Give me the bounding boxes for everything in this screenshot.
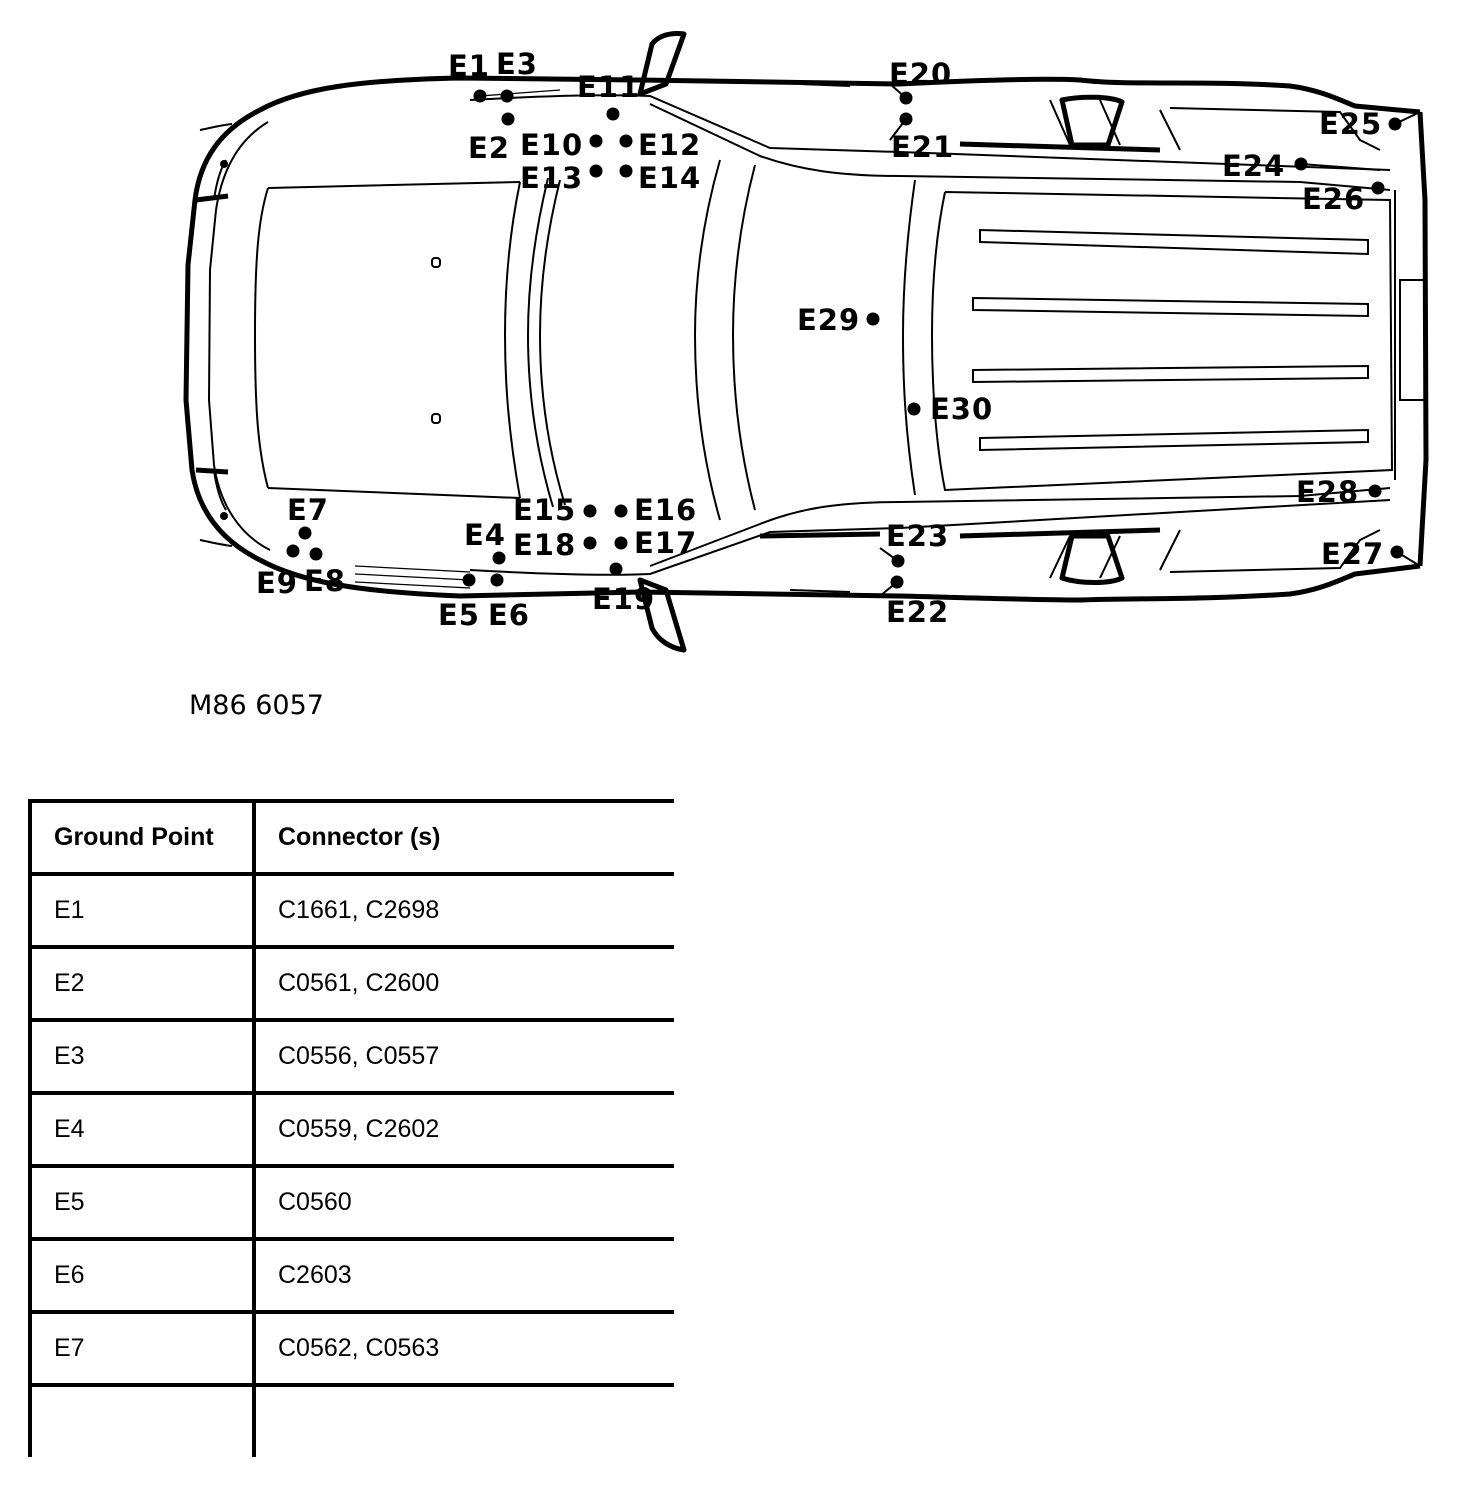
ground-point-label-e3: E3 bbox=[496, 47, 538, 81]
ground-point-marker-e9 bbox=[286, 544, 300, 558]
cell-connectors: C0562, C0563 bbox=[252, 1310, 674, 1387]
ground-point-marker-e28 bbox=[1368, 484, 1382, 498]
table-row: E6 C2603 bbox=[28, 1237, 674, 1314]
ground-point-label-e15: E15 bbox=[513, 493, 576, 527]
ground-point-label-e29: E29 bbox=[797, 303, 860, 337]
cell-connectors: C2603 bbox=[252, 1237, 674, 1314]
cell-ground-point: E4 bbox=[28, 1091, 256, 1168]
ground-point-label-e2: E2 bbox=[468, 131, 510, 165]
ground-point-marker-e23 bbox=[891, 554, 905, 568]
connector-table: Ground Point Connector (s) E1 C1661, C26… bbox=[28, 799, 674, 1457]
ground-point-marker-e19 bbox=[609, 562, 623, 576]
ground-point-marker-e13 bbox=[589, 164, 603, 178]
ground-point-label-e21: E21 bbox=[891, 130, 954, 164]
ground-point-label-e17: E17 bbox=[634, 526, 697, 560]
ground-point-label-e6: E6 bbox=[488, 598, 530, 632]
ground-point-marker-e18 bbox=[583, 536, 597, 550]
ground-point-label-e4: E4 bbox=[464, 518, 506, 552]
cell-ground-point: E7 bbox=[28, 1310, 256, 1387]
header-ground-point: Ground Point bbox=[28, 799, 256, 876]
ground-point-markers bbox=[286, 89, 1404, 589]
cell-connectors: C1661, C2698 bbox=[252, 872, 674, 949]
ground-point-label-e22: E22 bbox=[886, 595, 949, 629]
ground-point-marker-e12 bbox=[619, 134, 633, 148]
cell-empty bbox=[252, 1383, 674, 1457]
table-row: E4 C0559, C2602 bbox=[28, 1091, 674, 1168]
ground-point-marker-e2 bbox=[501, 112, 515, 126]
ground-point-label-e8: E8 bbox=[304, 564, 346, 598]
ground-point-label-e27: E27 bbox=[1321, 537, 1384, 571]
ground-point-marker-e8 bbox=[309, 547, 323, 561]
ground-point-label-e25: E25 bbox=[1319, 107, 1382, 141]
cell-empty bbox=[28, 1383, 256, 1457]
cell-ground-point: E6 bbox=[28, 1237, 256, 1314]
ground-point-table: Ground Point Connector (s) E1 C1661, C26… bbox=[28, 799, 674, 1468]
ground-point-label-e13: E13 bbox=[520, 161, 583, 195]
ground-point-marker-e15 bbox=[583, 504, 597, 518]
ground-point-label-e5: E5 bbox=[438, 598, 480, 632]
ground-point-label-e30: E30 bbox=[930, 392, 993, 426]
table-header-row: Ground Point Connector (s) bbox=[28, 799, 674, 876]
ground-point-marker-e11 bbox=[606, 107, 620, 121]
ground-point-label-e7: E7 bbox=[287, 493, 329, 527]
table-row: E3 C0556, C0557 bbox=[28, 1018, 674, 1095]
ground-point-marker-e24 bbox=[1294, 157, 1308, 171]
ground-point-label-e24: E24 bbox=[1222, 149, 1285, 183]
ground-point-marker-e5 bbox=[462, 573, 476, 587]
table-row: E1 C1661, C2698 bbox=[28, 872, 674, 949]
ground-point-label-e28: E28 bbox=[1296, 475, 1359, 509]
cell-connectors: C0560 bbox=[252, 1164, 674, 1241]
ground-point-label-e23: E23 bbox=[886, 519, 949, 553]
ground-point-label-e26: E26 bbox=[1302, 182, 1365, 216]
ground-point-marker-e29 bbox=[866, 312, 880, 326]
ground-point-label-e14: E14 bbox=[638, 161, 701, 195]
ground-point-label-e12: E12 bbox=[638, 128, 701, 162]
ground-point-marker-e7 bbox=[298, 526, 312, 540]
ground-point-marker-e6 bbox=[490, 573, 504, 587]
table-row: E5 C0560 bbox=[28, 1164, 674, 1241]
cell-ground-point: E1 bbox=[28, 872, 256, 949]
ground-point-marker-e25 bbox=[1388, 117, 1402, 131]
ground-point-marker-e1 bbox=[473, 89, 487, 103]
table-row: E2 C0561, C2600 bbox=[28, 945, 674, 1022]
ground-point-marker-e16 bbox=[614, 504, 628, 518]
figure-code: M86 6057 bbox=[189, 690, 324, 721]
ground-point-marker-e4 bbox=[492, 551, 506, 565]
table-row: E7 C0562, C0563 bbox=[28, 1310, 674, 1387]
ground-point-label-e19: E19 bbox=[592, 582, 655, 616]
cell-ground-point: E5 bbox=[28, 1164, 256, 1241]
cell-connectors: C0561, C2600 bbox=[252, 945, 674, 1022]
ground-point-marker-e14 bbox=[619, 164, 633, 178]
ground-point-marker-e27 bbox=[1390, 545, 1404, 559]
ground-point-marker-e21 bbox=[899, 112, 913, 126]
ground-point-marker-e26 bbox=[1371, 181, 1385, 195]
ground-point-marker-e3 bbox=[500, 89, 514, 103]
ground-point-marker-e20 bbox=[899, 91, 913, 105]
ground-point-label-e10: E10 bbox=[520, 128, 583, 162]
header-connectors: Connector (s) bbox=[252, 799, 674, 876]
ground-point-marker-e10 bbox=[589, 134, 603, 148]
ground-point-label-e1: E1 bbox=[448, 49, 490, 83]
ground-point-label-e11: E11 bbox=[577, 70, 640, 104]
ground-point-label-e9: E9 bbox=[256, 566, 298, 600]
ground-point-marker-e17 bbox=[614, 536, 628, 550]
cell-ground-point: E3 bbox=[28, 1018, 256, 1095]
cell-connectors: C0556, C0557 bbox=[252, 1018, 674, 1095]
table-row-partial bbox=[28, 1383, 674, 1457]
ground-point-label-e18: E18 bbox=[513, 528, 576, 562]
ground-point-marker-e30 bbox=[907, 402, 921, 416]
vehicle-outline bbox=[183, 31, 1429, 653]
cell-ground-point: E2 bbox=[28, 945, 256, 1022]
cell-connectors: C0559, C2602 bbox=[252, 1091, 674, 1168]
ground-point-label-e16: E16 bbox=[634, 493, 697, 527]
ground-point-marker-e22 bbox=[890, 575, 904, 589]
ground-point-label-e20: E20 bbox=[889, 57, 952, 91]
